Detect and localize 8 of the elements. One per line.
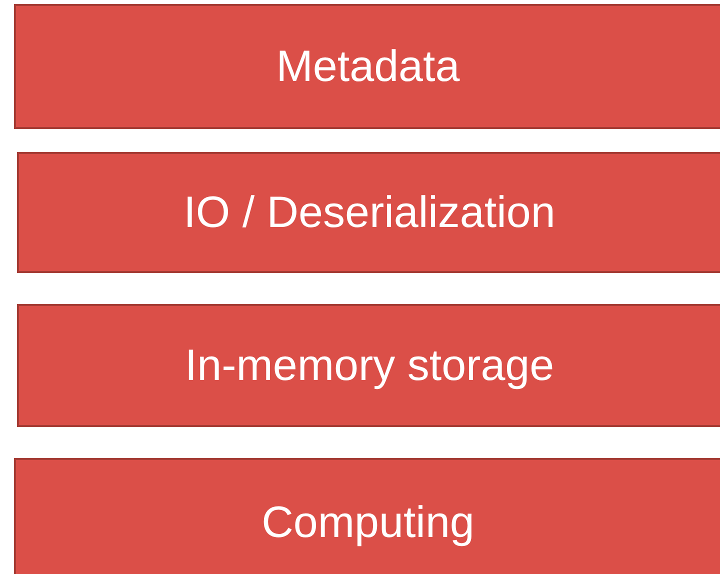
layer-box (14, 458, 720, 574)
layer-box (17, 304, 720, 427)
layer-label: In-memory storage (184, 340, 554, 390)
layer-box (14, 4, 720, 129)
layer-label: Metadata (276, 42, 460, 92)
layer-box (17, 152, 720, 273)
layer-label: Computing (262, 498, 474, 548)
layer-label: IO / Deserialization (184, 188, 556, 238)
